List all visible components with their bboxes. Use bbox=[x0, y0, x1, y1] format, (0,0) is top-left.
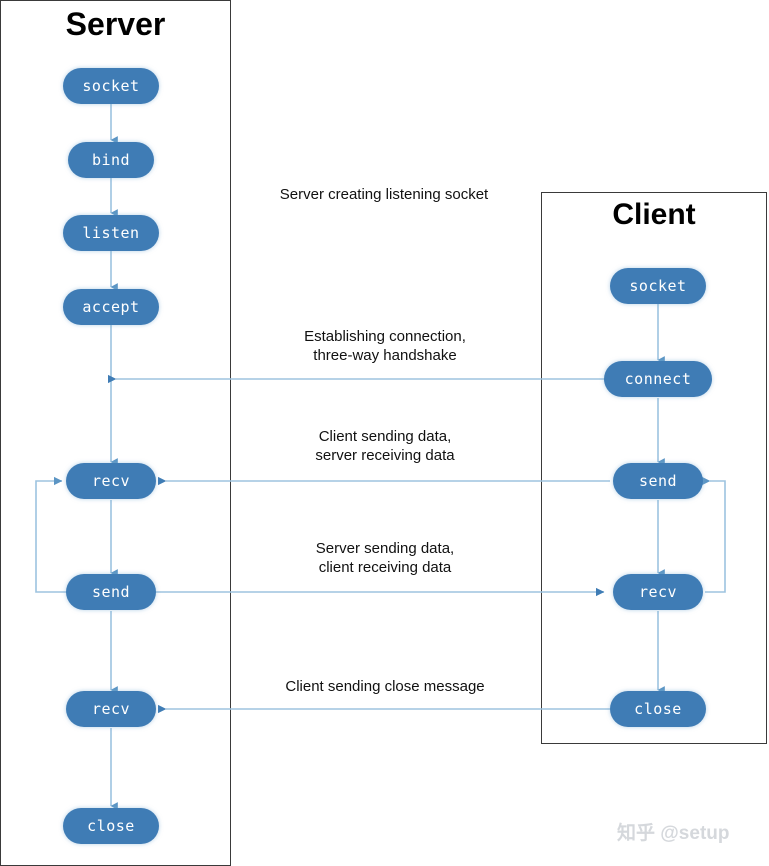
client-panel-title: Client bbox=[612, 198, 696, 231]
node-client-socket[interactable]: socket bbox=[610, 268, 706, 304]
node-client-send[interactable]: send bbox=[613, 463, 703, 499]
node-server-accept[interactable]: accept bbox=[63, 289, 159, 325]
annotation-close-message: Client sending close message bbox=[285, 678, 485, 695]
node-server-bind[interactable]: bind bbox=[68, 142, 154, 178]
node-server-send[interactable]: send bbox=[66, 574, 156, 610]
node-server-socket[interactable]: socket bbox=[63, 68, 159, 104]
node-server-listen[interactable]: listen bbox=[63, 215, 159, 251]
annotation-client-sending-data: Client sending data, server receiving da… bbox=[315, 428, 455, 464]
node-server-recv-2[interactable]: recv bbox=[66, 691, 156, 727]
wire-server-loop-send-to-recv bbox=[35, 476, 68, 593]
watermark: 知乎 @setup bbox=[617, 823, 730, 844]
wire-client-loop-recv-to-send bbox=[701, 476, 726, 593]
annotation-listening-socket: Server creating listening socket bbox=[279, 186, 489, 203]
node-server-close[interactable]: close bbox=[63, 808, 159, 844]
node-client-recv[interactable]: recv bbox=[613, 574, 703, 610]
node-client-connect[interactable]: connect bbox=[604, 361, 712, 397]
server-panel-title: Server bbox=[65, 6, 166, 42]
annotation-handshake: Establishing connection, three-way hands… bbox=[304, 328, 466, 364]
node-server-recv-1[interactable]: recv bbox=[66, 463, 156, 499]
node-client-close[interactable]: close bbox=[610, 691, 706, 727]
annotation-server-sending-data: Server sending data, client receiving da… bbox=[315, 540, 455, 576]
client-panel bbox=[541, 192, 767, 744]
